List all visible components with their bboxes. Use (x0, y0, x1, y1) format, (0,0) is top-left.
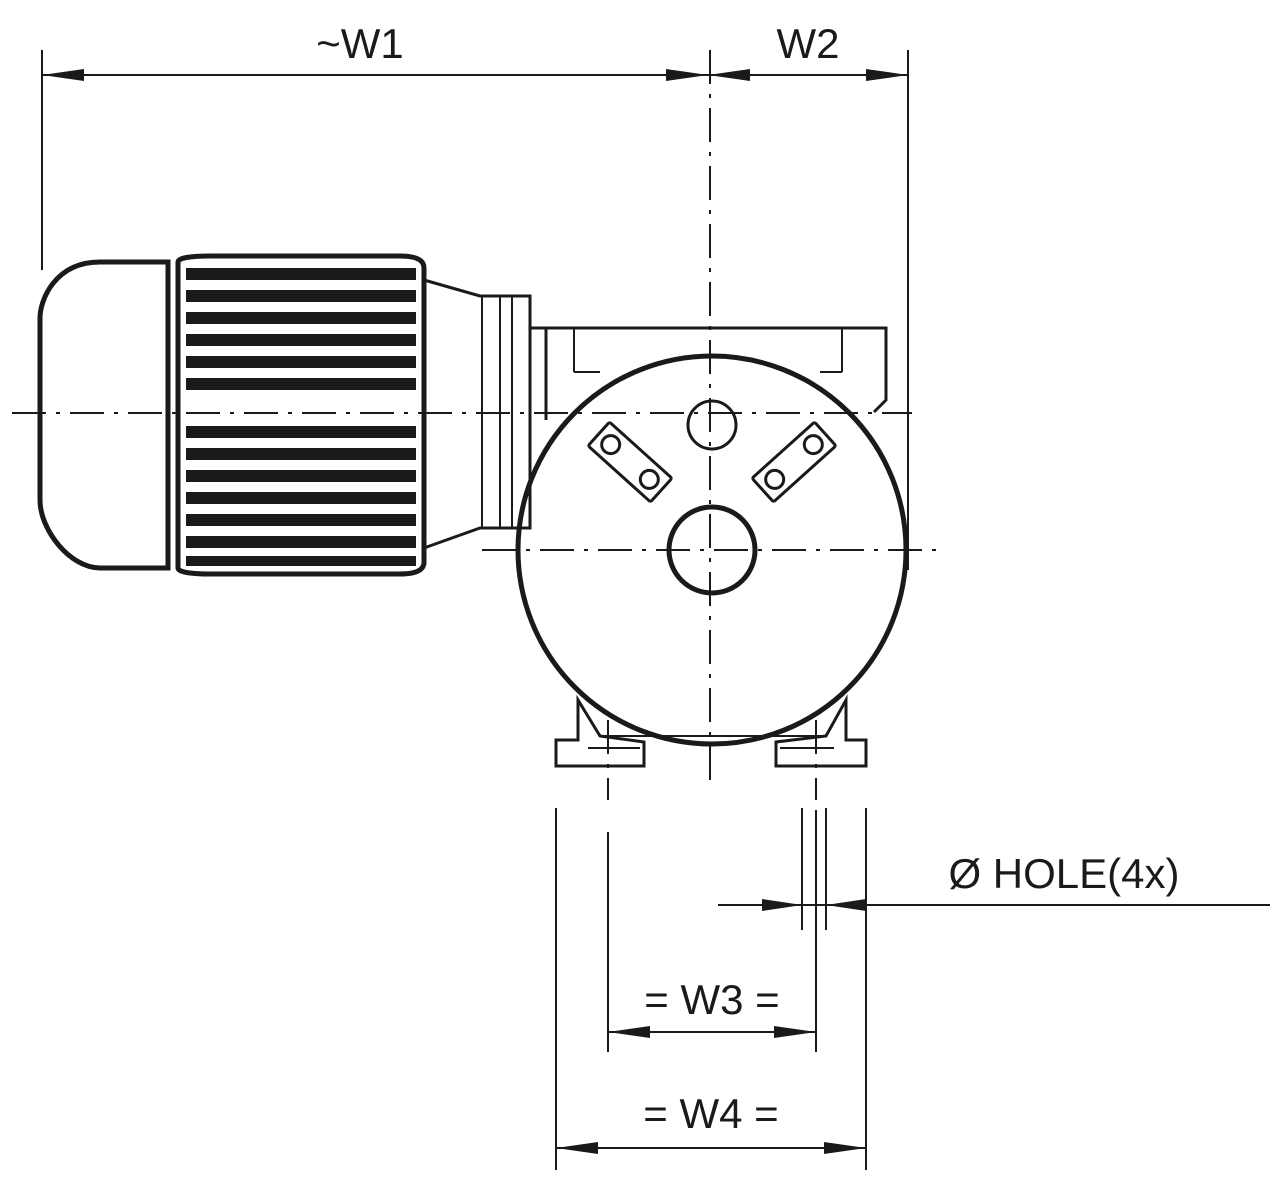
w4-label: = W4 = (643, 1090, 778, 1137)
upper-bore (686, 399, 738, 451)
motor (37, 253, 532, 577)
left-foot (554, 694, 646, 768)
dimension-w4: = W4 = (555, 808, 867, 1170)
gearbox-face (515, 353, 909, 747)
dimension-w2: W2 (708, 20, 909, 570)
motor-end-cap (37, 259, 171, 571)
motor-flange (423, 278, 532, 550)
hole-label: Ø HOLE(4x) (948, 850, 1179, 897)
output-shaft-bore (666, 504, 758, 596)
mounting-feet (554, 694, 868, 768)
w1-label: ~W1 (316, 20, 404, 67)
dimension-w1: ~W1 (41, 20, 708, 270)
hole-callout: Ø HOLE(4x) (718, 808, 1270, 930)
gearbox-top-bracket (530, 326, 888, 420)
motor-finned-body (175, 253, 427, 577)
w3-label: = W3 = (644, 976, 779, 1023)
w2-label: W2 (777, 20, 840, 67)
left-mounting-slot (587, 421, 673, 503)
right-foot (774, 694, 868, 768)
dimension-w3: = W3 = (607, 810, 817, 1052)
right-mounting-slot (751, 421, 837, 503)
